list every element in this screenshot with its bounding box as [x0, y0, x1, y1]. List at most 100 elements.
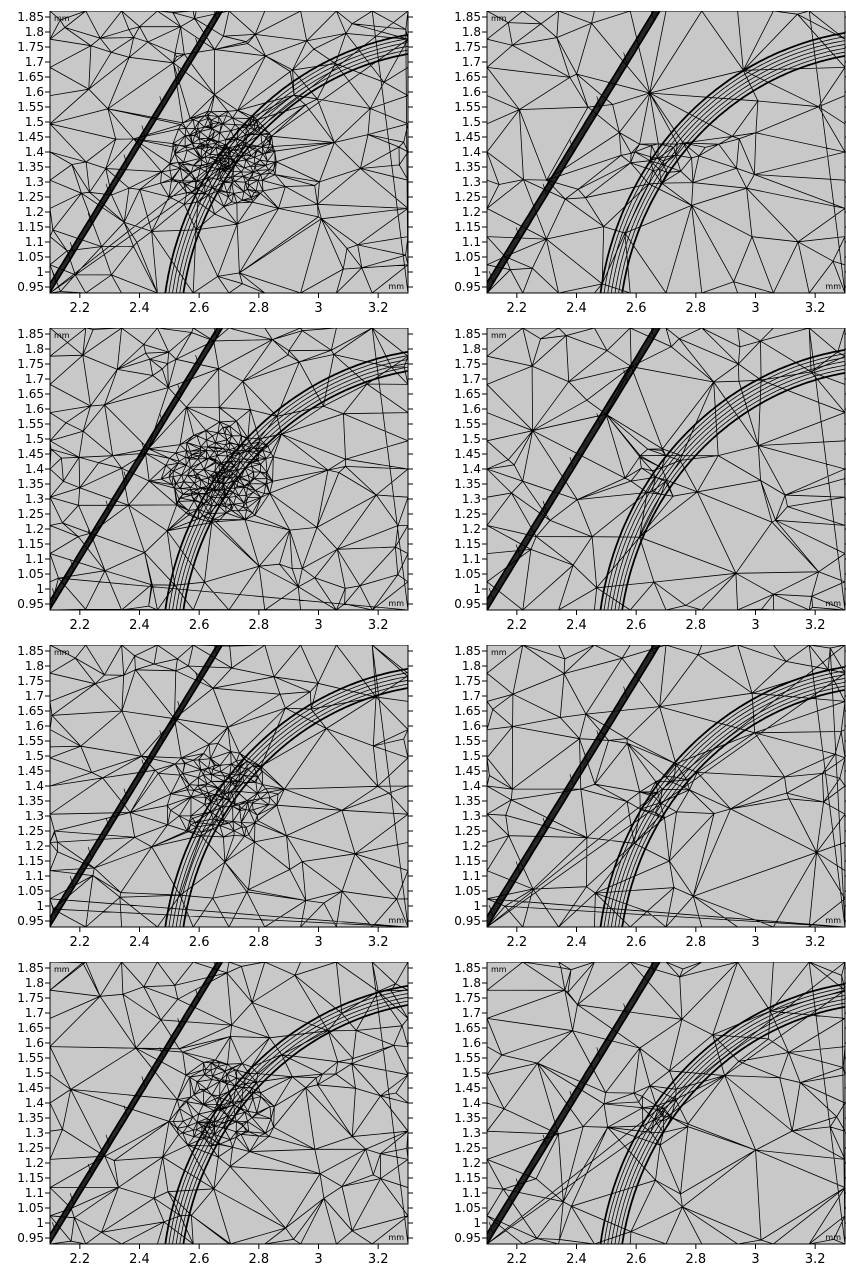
y-tick-label: 1.15 — [454, 537, 481, 551]
y-tick-label: 1.4 — [25, 462, 44, 476]
y-tick-label: 1.4 — [462, 1096, 481, 1110]
x-tick-label: 2.6 — [189, 301, 210, 316]
x-tick-label: 2.4 — [129, 935, 150, 950]
x-tick-label: 2.4 — [129, 301, 150, 316]
x-tick-label: 2.2 — [506, 935, 527, 950]
unit-label-y: mm — [491, 14, 507, 23]
y-tick-label: 1.4 — [462, 779, 481, 793]
y-tick-label: 1 — [36, 899, 44, 913]
x-tick-label: 2.4 — [566, 618, 587, 633]
y-tick-label: 1.8 — [462, 659, 481, 673]
y-tick-label: 0.95 — [17, 914, 44, 928]
mesh-panel-r3c1: 0.9511.051.11.151.21.251.31.351.41.451.5… — [17, 645, 413, 950]
y-tick-label: 1.45 — [17, 447, 44, 461]
y-tick-label: 0.95 — [454, 280, 481, 294]
unit-label-x: mm — [825, 1233, 841, 1242]
y-tick-label: 1.4 — [25, 145, 44, 159]
y-tick-label: 1.55 — [17, 417, 44, 431]
y-tick-label: 1.3 — [462, 175, 481, 189]
y-tick-label: 1.75 — [17, 991, 44, 1005]
mesh-elements — [50, 962, 408, 1244]
x-tick-label: 3 — [314, 1252, 322, 1267]
x-tick-label: 2.8 — [685, 301, 706, 316]
y-tick-label: 1.35 — [17, 1111, 44, 1125]
x-tick-label: 3 — [751, 618, 759, 633]
mesh-elements — [487, 328, 845, 610]
y-tick-label: 1.6 — [25, 402, 44, 416]
x-tick-label: 3.2 — [805, 1252, 826, 1267]
y-tick-label: 1.2 — [462, 839, 481, 853]
y-tick-label: 1.5 — [25, 115, 44, 129]
y-tick-label: 1.85 — [17, 645, 44, 658]
y-tick-label: 1.85 — [17, 962, 44, 975]
y-tick-label: 1.05 — [17, 1201, 44, 1215]
x-tick-label: 2.4 — [129, 618, 150, 633]
y-tick-label: 1.7 — [462, 689, 481, 703]
unit-label-x: mm — [825, 599, 841, 608]
y-tick-label: 1.6 — [25, 1036, 44, 1050]
y-tick-label: 1.75 — [17, 674, 44, 688]
mesh-panel-r2c2: 0.9511.051.11.151.21.251.31.351.41.451.5… — [454, 328, 846, 633]
y-tick-label: 1.55 — [17, 1051, 44, 1065]
y-tick-label: 1.35 — [454, 794, 481, 808]
y-tick-label: 1.15 — [17, 220, 44, 234]
y-tick-label: 1.1 — [462, 235, 481, 249]
x-tick-label: 2.6 — [189, 618, 210, 633]
y-tick-label: 1.7 — [462, 55, 481, 69]
mesh-panel-r2c1: 0.9511.051.11.151.21.251.31.351.41.451.5… — [17, 328, 413, 633]
y-tick-label: 1 — [473, 582, 481, 596]
x-tick-label: 2.2 — [69, 935, 90, 950]
mesh-panel-r3c2: 0.9511.051.11.151.21.251.31.351.41.451.5… — [454, 645, 846, 950]
y-tick-label: 1.45 — [17, 130, 44, 144]
unit-label-y: mm — [54, 965, 70, 974]
y-tick-label: 1.35 — [454, 1111, 481, 1125]
y-tick-label: 1.25 — [17, 190, 44, 204]
y-axis: 0.9511.051.11.151.21.251.31.351.41.451.5… — [17, 645, 413, 928]
y-tick-label: 1.85 — [454, 645, 481, 658]
y-tick-label: 1 — [473, 899, 481, 913]
y-tick-label: 1.7 — [25, 1006, 44, 1020]
y-tick-label: 1.3 — [462, 1126, 481, 1140]
unit-label-y: mm — [491, 965, 507, 974]
x-tick-label: 3.2 — [368, 618, 389, 633]
y-tick-label: 1.55 — [454, 1051, 481, 1065]
y-tick-label: 1.6 — [462, 85, 481, 99]
y-tick-label: 1.8 — [25, 342, 44, 356]
y-tick-label: 0.95 — [17, 280, 44, 294]
mesh-panel-r4c2: 0.9511.051.11.151.21.251.31.351.41.451.5… — [454, 962, 846, 1267]
y-tick-label: 1.4 — [25, 1096, 44, 1110]
y-tick-label: 1.35 — [17, 477, 44, 491]
x-tick-label: 2.2 — [69, 1252, 90, 1267]
unit-label-x: mm — [388, 599, 404, 608]
y-tick-label: 1.05 — [454, 1201, 481, 1215]
unit-label-y: mm — [54, 331, 70, 340]
x-tick-label: 2.6 — [189, 1252, 210, 1267]
x-tick-label: 2.8 — [248, 301, 269, 316]
y-axis: 0.9511.051.11.151.21.251.31.351.41.451.5… — [17, 328, 413, 611]
mesh-elements — [487, 11, 845, 293]
y-tick-label: 1.65 — [454, 387, 481, 401]
y-tick-label: 1.3 — [25, 1126, 44, 1140]
y-tick-label: 1.15 — [454, 220, 481, 234]
y-tick-label: 1.2 — [25, 1156, 44, 1170]
mesh-elements — [487, 962, 845, 1244]
y-tick-label: 1.15 — [17, 537, 44, 551]
y-axis: 0.9511.051.11.151.21.251.31.351.41.451.5… — [17, 962, 413, 1245]
y-tick-label: 1.65 — [454, 704, 481, 718]
x-tick-label: 3 — [751, 1252, 759, 1267]
y-tick-label: 1.25 — [454, 507, 481, 521]
y-tick-label: 1.5 — [462, 432, 481, 446]
y-tick-label: 0.95 — [454, 914, 481, 928]
x-tick-label: 3.2 — [368, 935, 389, 950]
x-tick-label: 2.8 — [248, 618, 269, 633]
y-tick-label: 1.85 — [454, 328, 481, 341]
y-tick-label: 1.2 — [25, 205, 44, 219]
y-tick-label: 1.3 — [25, 175, 44, 189]
y-tick-label: 1.45 — [17, 1081, 44, 1095]
unit-label-x: mm — [825, 282, 841, 291]
y-tick-label: 1.6 — [25, 85, 44, 99]
unit-label-x: mm — [388, 1233, 404, 1242]
y-tick-label: 1.1 — [25, 235, 44, 249]
